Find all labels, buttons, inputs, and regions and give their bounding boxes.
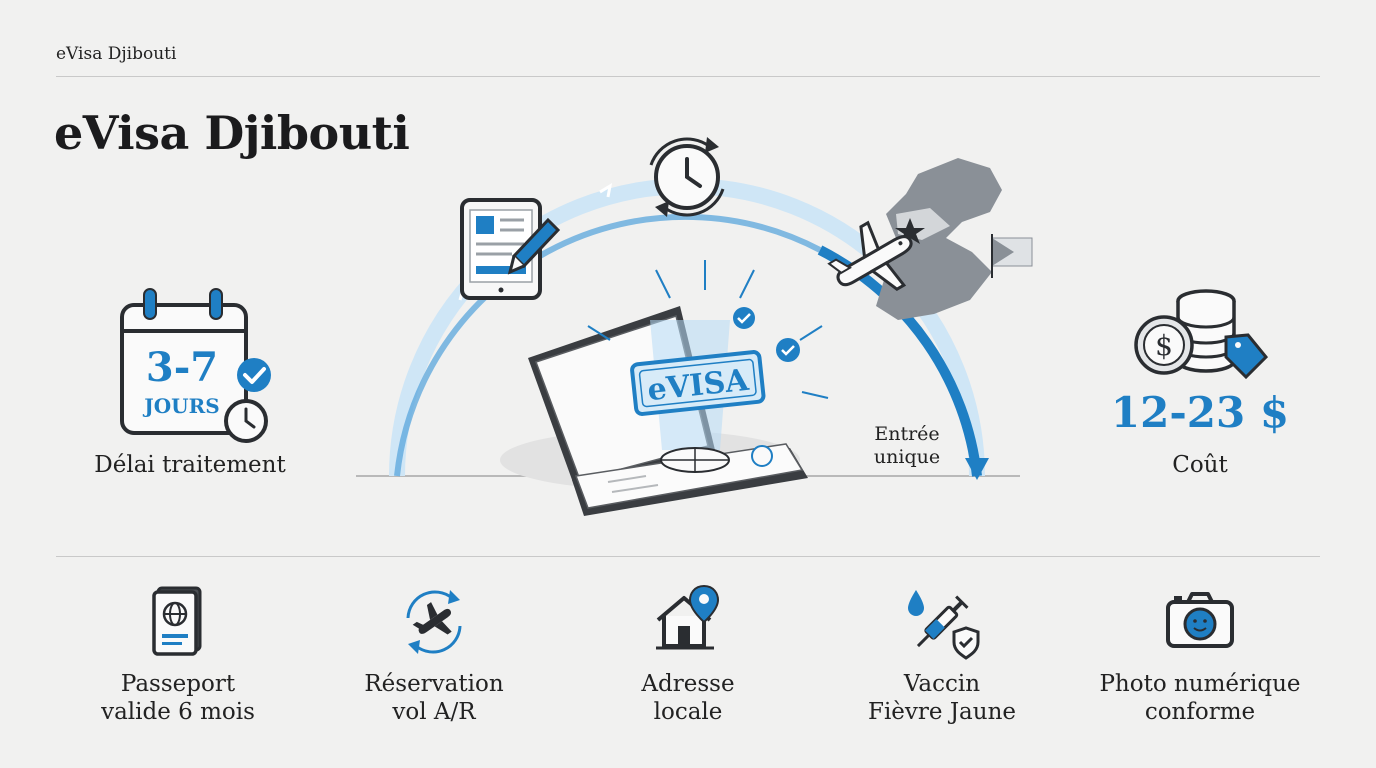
header-kicker: eVisa Djibouti bbox=[56, 44, 177, 64]
clock-refresh-icon bbox=[649, 137, 725, 217]
djibouti-map-icon bbox=[870, 158, 1033, 320]
requirement-address-label: Adresse locale bbox=[641, 671, 735, 725]
entry-label-line2: unique bbox=[874, 446, 940, 468]
entry-label-line1: Entrée bbox=[874, 423, 939, 445]
tablet-form-icon bbox=[460, 198, 561, 300]
cost-label: Coût bbox=[1172, 452, 1228, 478]
requirement-passport-label: Passeport valide 6 mois bbox=[101, 671, 255, 725]
requirement-flight: Réservation vol A/R bbox=[314, 582, 554, 726]
requirement-address: Adresse locale bbox=[568, 582, 808, 726]
process-illustration: eVISA Entrée unique bbox=[356, 137, 1033, 516]
requirement-photo: Photo numérique conforme bbox=[1080, 582, 1320, 726]
camera-photo-icon bbox=[1166, 592, 1234, 648]
arc-arrowhead bbox=[965, 458, 989, 480]
flight-roundtrip-icon bbox=[406, 590, 462, 654]
page-title: eVisa Djibouti bbox=[54, 106, 410, 160]
top-divider bbox=[56, 76, 1320, 77]
vaccine-syringe-icon bbox=[908, 590, 980, 660]
dollar-glyph: $ bbox=[1155, 329, 1173, 362]
section-divider bbox=[56, 556, 1320, 557]
airplane-icon bbox=[827, 220, 913, 291]
calendar-check-clock-icon: 3-7 JOURS bbox=[120, 288, 271, 443]
passport-stamp-icon: eVISA bbox=[500, 260, 829, 516]
requirement-vaccine-label: Vaccin Fièvre Jaune bbox=[867, 671, 1016, 725]
requirement-passport: Passeport valide 6 mois bbox=[58, 582, 298, 726]
coins-price-tag-icon: $ bbox=[1134, 289, 1269, 380]
processing-label: Délai traitement bbox=[94, 452, 286, 478]
house-location-icon bbox=[656, 584, 720, 650]
requirement-photo-label: Photo numérique conforme bbox=[1099, 671, 1301, 725]
requirement-vaccine: Vaccin Fièvre Jaune bbox=[822, 582, 1062, 726]
cost-value: 12-23 $ bbox=[1110, 388, 1290, 437]
processing-stat: 3-7 JOURS bbox=[100, 285, 280, 449]
passport-icon bbox=[152, 586, 202, 656]
requirement-flight-label: Réservation vol A/R bbox=[364, 671, 504, 725]
processing-value: 3-7 bbox=[146, 344, 218, 391]
processing-unit: JOURS bbox=[142, 394, 219, 418]
